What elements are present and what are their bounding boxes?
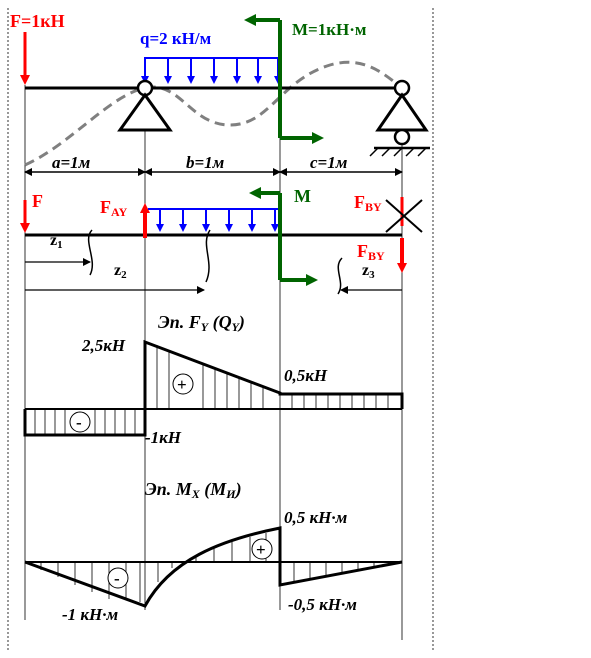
fbd-distributed-load — [148, 208, 280, 232]
z2-sub: 2 — [121, 269, 127, 281]
moment-minus: - — [114, 569, 120, 588]
z3-sub: 3 — [369, 269, 375, 281]
shear-right-label: 0,5кН — [284, 366, 328, 385]
moment-symbol — [244, 14, 324, 144]
svg-text:FAY: FAY — [100, 197, 128, 219]
z3-label: z — [362, 262, 369, 279]
svg-text:z2: z2 — [114, 262, 127, 281]
shear-title: Эп. F — [158, 312, 201, 332]
shear-title-paren-sub: Y — [232, 320, 241, 334]
fby-down-sub: BY — [368, 249, 385, 263]
fay-sub: AY — [111, 205, 128, 219]
moment-min-right-label: -0,5 кН·м — [288, 595, 357, 614]
roller-support-b — [369, 79, 430, 157]
load-label: q=2 кН/м — [140, 29, 212, 48]
shear-title-paren-close: ) — [237, 312, 245, 333]
moment-title: Эп. M — [145, 479, 193, 499]
svg-text:FBY: FBY — [357, 241, 385, 263]
moment-max-label: 0,5 кН·м — [284, 508, 348, 527]
cross-out-line-2 — [385, 199, 423, 233]
distributed-load — [141, 57, 282, 84]
fbd-moment-label: M — [294, 186, 311, 206]
shear-title-sub: Y — [201, 320, 210, 334]
span-a-label: a=1м — [52, 153, 91, 172]
z1-label: z — [50, 232, 57, 249]
svg-text:z3: z3 — [362, 262, 375, 281]
z2-label: z — [114, 262, 121, 279]
shear-max-label: 2,5кН — [81, 336, 126, 355]
deflection-curve — [24, 60, 403, 167]
svg-text:Эп. FY (QY): Эп. FY (QY) — [158, 312, 245, 334]
fbd-force-label: F — [32, 191, 43, 211]
fby-sub: BY — [365, 200, 382, 214]
z-coordinates — [25, 258, 402, 294]
free-body-diagram: F FAY M FBY FBY — [20, 186, 423, 295]
svg-text:Эп. MX (MИ): Эп. MX (MИ) — [145, 479, 242, 501]
force-label: F=1кН — [10, 11, 65, 31]
moment-title-paren: (M — [200, 479, 227, 500]
moment-title-paren-sub: И — [225, 487, 236, 501]
moment-plus: + — [256, 540, 266, 559]
moment-min-left-label: -1 кН·м — [62, 605, 119, 624]
svg-text:FBY: FBY — [354, 192, 382, 214]
span-b-label: b=1м — [186, 153, 225, 172]
shear-diagram: Эп. FY (QY) + - 2,5кН -1кН 0,5кН — [23, 312, 404, 447]
section-cuts — [87, 229, 343, 295]
shear-outline — [23, 339, 404, 437]
fby-down-label: F — [357, 241, 368, 261]
shear-title-paren: (Q — [208, 312, 232, 333]
z1-sub: 1 — [57, 239, 63, 251]
moment-title-sub: X — [191, 487, 201, 501]
moment-title-paren-close: ) — [234, 479, 242, 500]
moment-diagram: Эп. MX (MИ) + - 0,5 кН·м -1 кН·м -0,5 кН… — [24, 479, 403, 624]
fbd-moment-symbol — [249, 187, 318, 286]
moment-label: M=1кН·м — [292, 20, 367, 39]
dimension-line: a=1м b=1м c=1м — [24, 153, 403, 176]
svg-text:z1: z1 — [50, 232, 63, 251]
pin-support-a — [117, 79, 173, 132]
frame — [7, 8, 434, 650]
shear-min-label: -1кН — [145, 428, 182, 447]
fby-label: F — [354, 192, 365, 212]
shear-plus: + — [177, 375, 187, 394]
span-c-label: c=1м — [310, 153, 348, 172]
shear-minus: - — [76, 413, 82, 432]
fay-label: F — [100, 197, 111, 217]
beam-scheme: q=2 кН/м F=1кН M=1кН·м — [10, 11, 430, 167]
moment-outline — [24, 526, 403, 608]
